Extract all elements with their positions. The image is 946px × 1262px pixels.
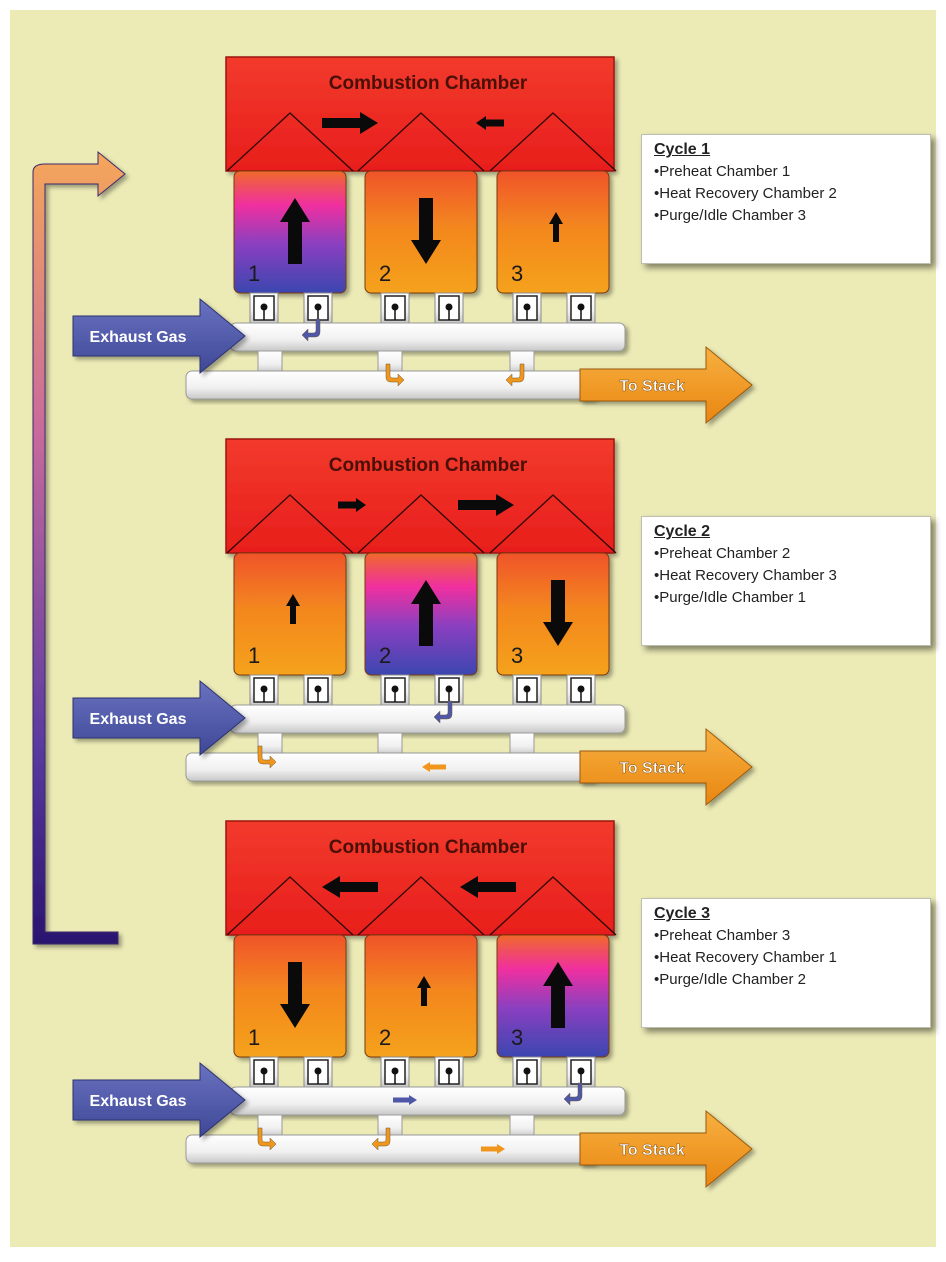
stack-manifold [185,370,597,400]
chamber-flow-arrow-icon [280,198,310,264]
to-stack-arrow-icon [579,1109,753,1189]
chamber-2-roof [357,112,485,172]
bent-flow-arrow-icon [371,1127,391,1151]
stack-manifold [185,1134,597,1164]
exhaust-gas-arrow-icon [72,1061,246,1139]
to-stack-arrow-icon [579,345,753,425]
to-stack-label: To Stack [619,760,685,777]
exhaust-manifold [229,322,626,352]
chamber-3-number: 3 [511,1025,523,1050]
combustion-flow-arrow-2 [458,494,514,516]
bent-flow-arrow-icon [385,363,405,387]
exhaust-gas-label: Exhaust Gas [90,329,187,346]
chamber-3-roof [489,494,617,554]
to-stack-label: To Stack [619,1142,685,1159]
exhaust-gas-arrow: Exhaust Gas [72,1061,246,1139]
chamber-flow-arrow-icon [543,962,573,1028]
exhaust-manifold [229,704,626,734]
to-stack-arrow-icon [579,727,753,807]
combustion-flow-arrow-2 [460,876,516,898]
chamber-1-number: 1 [248,261,260,286]
bent-flow-arrow-icon [301,318,321,342]
chamber-2-number: 2 [379,643,391,668]
chamber-2-roof [357,494,485,554]
exhaust-gas-arrow: Exhaust Gas [72,297,246,375]
cycle-title: Cycle 1 [654,141,711,158]
small-flow-arrow-icon [393,1095,417,1105]
to-stack-arrow: To Stack [579,727,753,807]
combustion-flow-arrow-1 [322,112,378,134]
to-stack-arrow: To Stack [579,345,753,425]
small-flow-arrow-icon [422,762,446,772]
chamber-flow-arrow-icon [286,594,300,624]
exhaust-gas-label: Exhaust Gas [90,711,187,728]
to-stack-label: To Stack [619,378,685,395]
pipe-connector-3 [509,732,535,756]
chamber-2-roof [357,876,485,936]
chamber-3-number: 3 [511,643,523,668]
cycle-step-item: •Preheat Chamber 1 [654,163,791,180]
cycle-1-info-box: Cycle 1 •Preheat Chamber 1 •Heat Recovery … [641,134,931,264]
chamber-1-roof [226,112,354,172]
to-stack-arrow: To Stack [579,1109,753,1189]
bent-flow-arrow-icon [257,745,277,769]
bent-flow-arrow-icon [563,1082,583,1106]
combustion-flow-arrow-2 [476,116,504,130]
chamber-flow-arrow-icon [411,198,441,264]
cycle-title: Cycle 3 [654,905,711,922]
combustion-chamber-label: Combustion Chamber [329,73,528,94]
exhaust-gas-arrow-icon [72,297,246,375]
chamber-2-number: 2 [379,1025,391,1050]
bent-flow-arrow-icon [505,363,525,387]
combustion-chamber-label: Combustion Chamber [329,455,528,476]
small-flow-arrow-icon [481,1144,505,1154]
bent-flow-arrow-icon [433,700,453,724]
cycle-step-item: •Heat Recovery Chamber 2 [654,185,837,202]
cycle-2-info-box: Cycle 2 •Preheat Chamber 2 •Heat Recovery … [641,516,931,646]
cycle-step-item: •Preheat Chamber 3 [654,927,791,944]
cycle-step-item: •Purge/Idle Chamber 1 [654,589,806,606]
cycle-step-item: •Purge/Idle Chamber 2 [654,971,806,988]
chamber-flow-arrow-icon [543,580,573,646]
cycle-step-item: •Purge/Idle Chamber 3 [654,207,806,224]
cycle-return-arrow-icon [32,150,126,945]
chamber-flow-arrow-icon [549,212,563,242]
pipe-connector-2 [377,732,403,756]
chamber-flow-arrow-icon [417,976,431,1006]
chamber-3-number: 3 [511,261,523,286]
exhaust-gas-arrow-icon [72,679,246,757]
chamber-1-roof [226,494,354,554]
pipe-connector-3 [509,1114,535,1138]
chamber-1-number: 1 [248,643,260,668]
chamber-3-roof [489,112,617,172]
chamber-flow-arrow-icon [280,962,310,1028]
combustion-flow-arrow-1 [338,498,366,512]
cycle-step-item: •Heat Recovery Chamber 3 [654,567,837,584]
combustion-chamber-label: Combustion Chamber [329,837,528,858]
chamber-2-number: 2 [379,261,391,286]
chamber-3-roof [489,876,617,936]
bent-flow-arrow-icon [257,1127,277,1151]
chamber-1-number: 1 [248,1025,260,1050]
exhaust-gas-label: Exhaust Gas [90,1093,187,1110]
cycle-step-item: •Preheat Chamber 2 [654,545,791,562]
cycle-3-info-box: Cycle 3 •Preheat Chamber 3 •Heat Recovery … [641,898,931,1028]
chamber-flow-arrow-icon [411,580,441,646]
pipe-connector-1 [257,350,283,374]
cycle-title: Cycle 2 [654,523,711,540]
chamber-1-roof [226,876,354,936]
cycle-step-item: •Heat Recovery Chamber 1 [654,949,837,966]
combustion-flow-arrow-1 [322,876,378,898]
stack-manifold [185,752,597,782]
exhaust-gas-arrow: Exhaust Gas [72,679,246,757]
